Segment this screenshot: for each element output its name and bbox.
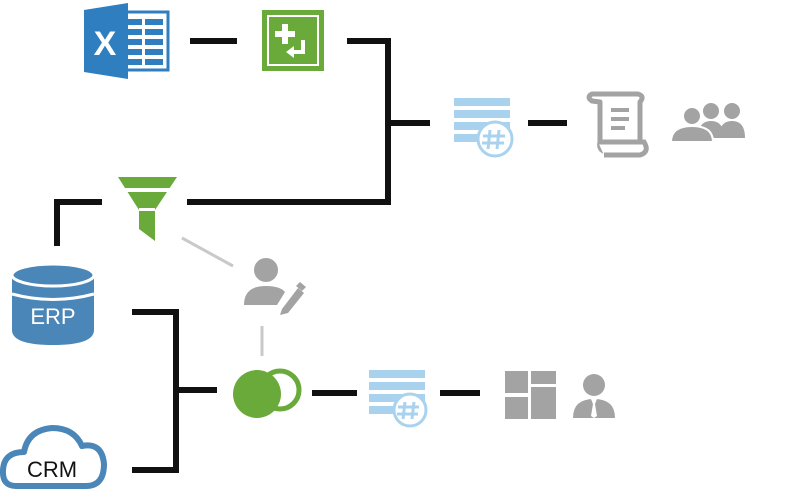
- filter-funnel-icon: [118, 177, 177, 241]
- connector-filter-editor: [181, 236, 234, 268]
- connector-filter-erp: [54, 199, 102, 246]
- scroll-report-icon: [586, 91, 649, 158]
- transform-icon: [262, 10, 324, 71]
- dataset-top-icon: [454, 98, 514, 158]
- connector-sources-bracket: [132, 309, 179, 473]
- user-edit-icon: [244, 258, 306, 315]
- crm-cloud-icon: CRM: [0, 425, 107, 489]
- crm-label: CRM: [27, 457, 77, 482]
- excel-icon: X: [84, 3, 170, 79]
- connectors: [54, 38, 567, 473]
- dashboard-layout-icon: [505, 371, 556, 419]
- erp-database-icon: ERP: [10, 262, 96, 345]
- erp-label: ERP: [30, 304, 75, 329]
- users-group-icon: [669, 103, 745, 143]
- single-user-icon: [573, 374, 615, 418]
- merge-circles-icon: [233, 368, 302, 418]
- dataset-bottom-icon: [369, 370, 428, 428]
- excel-letter: X: [94, 25, 117, 63]
